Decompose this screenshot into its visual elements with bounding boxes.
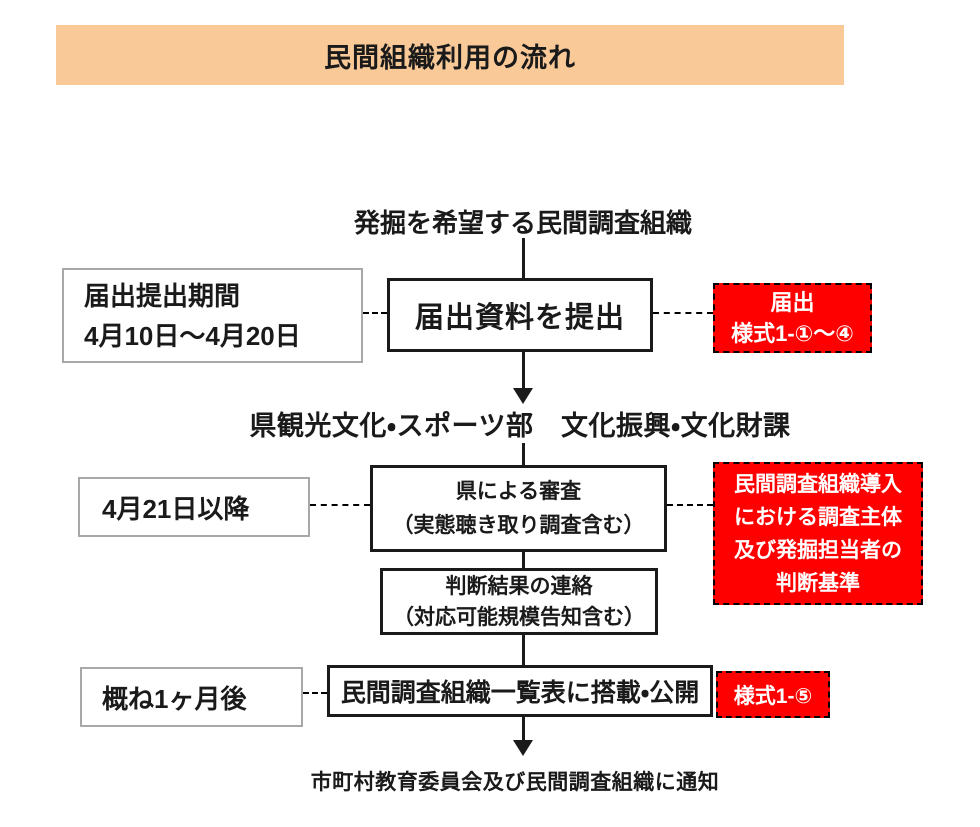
page-title: 民間組織利用の流れ: [324, 42, 576, 73]
step-prefecture-review: 県による審査 （実態聴き取り調査含む）: [370, 465, 667, 552]
dashed-connector: [310, 504, 370, 506]
note-about-one-month-later-label: 概ね1ヶ月後: [102, 683, 247, 714]
note-submission-period-line1: 届出提出期間: [84, 280, 241, 311]
dashed-connector: [667, 504, 713, 506]
note-after-april-21: 4月21日以降: [78, 477, 310, 537]
note-after-april-21-label: 4月21日以降: [102, 493, 250, 524]
vertical-connector: [522, 717, 525, 742]
note-submission-period: 届出提出期間 4月10日～4月20日: [62, 268, 363, 363]
note-form-1-5-label: 様式1-⑤: [733, 684, 813, 708]
vertical-connector: [522, 352, 525, 390]
step-prefecture-review-line1: 県による審査: [455, 479, 582, 503]
dashed-connector: [303, 692, 327, 694]
dashed-connector: [653, 312, 713, 314]
step-publish-list-label: 民間調査組織一覧表に搭載・公開: [340, 679, 700, 707]
note-form-1-5: 様式1-⑤: [716, 671, 830, 718]
vertical-connector: [522, 635, 525, 665]
note-form-1-1-to-4-line1: 届出: [770, 290, 815, 315]
vertical-connector: [522, 552, 525, 568]
step-submit-documents-label: 届出資料を提出: [414, 302, 625, 334]
step-prefecture-review-line2: （実態聴き取り調査含む）: [392, 513, 645, 537]
step-result-notification-line1: 判断結果の連絡: [445, 574, 593, 598]
vertical-connector: [522, 238, 525, 278]
arrow-down-icon: [513, 740, 533, 756]
note-form-1-1-to-4: 届出 様式1-①～④: [713, 283, 872, 353]
note-judgment-criteria-line2: における調査主体: [734, 505, 902, 529]
step-result-notification-line2: （対応可能規模告知含む）: [393, 605, 645, 629]
dashed-connector: [363, 312, 387, 314]
flow-end-label: 市町村教育委員会及び民間調査組織に通知: [310, 771, 720, 794]
note-judgment-criteria: 民間調査組織導入 における調査主体 及び発掘担当者の 判断基準: [713, 462, 923, 605]
note-submission-period-line2: 4月10日～4月20日: [84, 320, 301, 351]
arrow-down-icon: [513, 388, 533, 404]
flow-start-label: 発掘を希望する民間調査組織: [353, 208, 692, 238]
step-result-notification: 判断結果の連絡 （対応可能規模告知含む）: [380, 568, 658, 635]
step-publish-list: 民間調査組織一覧表に搭載・公開: [327, 665, 713, 717]
note-judgment-criteria-line1: 民間調査組織導入: [734, 472, 902, 496]
note-form-1-1-to-4-line2: 様式1-①～④: [731, 321, 854, 346]
note-judgment-criteria-line4: 判断基準: [776, 571, 860, 595]
vertical-connector: [522, 443, 525, 466]
department-label: 県観光文化・スポーツ部 文化振興・文化財課: [249, 411, 791, 441]
note-about-one-month-later: 概ね1ヶ月後: [80, 667, 303, 727]
note-judgment-criteria-line3: 及び発掘担当者の: [734, 538, 902, 562]
step-submit-documents: 届出資料を提出: [387, 278, 653, 352]
title-banner: 民間組織利用の流れ: [56, 25, 844, 85]
